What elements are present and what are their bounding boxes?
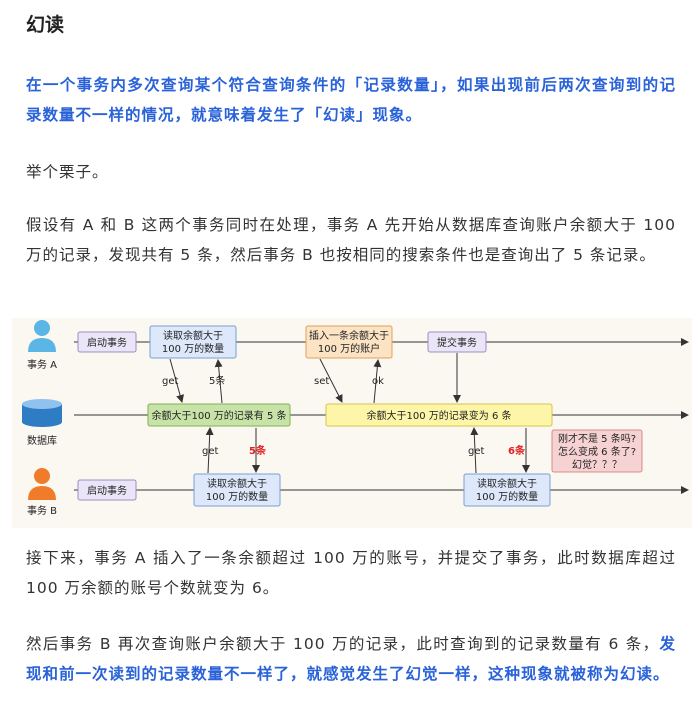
a-insert-text-2: 100 万的账户 [318, 342, 380, 355]
arrow-b-get-2 [470, 427, 479, 474]
database-icon [22, 399, 62, 427]
actor-a-label: 事务 A [27, 358, 57, 371]
label-a-get: get [162, 376, 179, 387]
actor-b-label: 事务 B [27, 504, 57, 517]
a-commit-text: 提交事务 [437, 336, 477, 349]
a-commit-box [427, 331, 487, 353]
note-text-3: 幻觉？？？ [572, 458, 622, 471]
b-start-text: 启动事务 [87, 484, 127, 497]
a-insert-box [305, 325, 393, 359]
a-insert-text-1: 插入一条余额大于 [309, 329, 389, 342]
arrow-b-get-1 [205, 427, 214, 474]
label-a-5: 5条 [209, 374, 225, 387]
insert-paragraph: 接下来，事务 A 插入了一条余额超过 100 万的账号，并提交了事务，此时数据库… [26, 549, 676, 597]
note-text-2: 怎么变成 6 条了? [558, 445, 636, 458]
conclusion-text: 然后事务 B 再次查询账户余额大于 100 万的记录，此时查询到的记录数量有 6… [26, 635, 660, 653]
b-read-1-box [193, 473, 281, 507]
conclusion-paragraph: 然后事务 B 再次查询账户余额大于 100 万的记录，此时查询到的记录数量有 6… [26, 629, 676, 689]
a-start-text: 启动事务 [87, 336, 127, 349]
db-state-1-box [147, 403, 291, 427]
person-icon-a [28, 320, 56, 352]
db-state-2-box [325, 403, 553, 427]
b-read-1-text-2: 100 万的数量 [206, 490, 268, 503]
b-read-2-text-1: 读取余额大于 [477, 477, 537, 490]
arrow-set [319, 358, 343, 403]
arrow-ok [373, 359, 382, 404]
label-b-5: 5条 [249, 444, 267, 457]
b-read-2-box [463, 473, 551, 507]
a-read-text-1: 读取余额大于 [163, 329, 223, 342]
arrow-a-5 [214, 359, 223, 404]
definition-paragraph: 在一个事务内多次查询某个符合查询条件的「记录数量」，如果出现前后两次查询到的记录… [26, 76, 676, 124]
phantom-read-diagram: 事务 A 数据库 事务 B 启动事务 读取余额大于 100 万的数量 插入一条余… [12, 318, 692, 528]
db-state-2-text: 余额大于100 万的记录变为 6 条 [367, 409, 512, 422]
phantom-note-box [551, 429, 643, 473]
person-icon-b [28, 468, 56, 500]
label-b-6: 6条 [508, 444, 526, 457]
label-b-get-2: get [468, 446, 485, 457]
b-start-box [77, 479, 137, 501]
b-read-2-text-2: 100 万的数量 [476, 490, 538, 503]
label-ok: ok [372, 376, 384, 387]
scenario-paragraph: 假设有 A 和 B 这两个事务同时在处理，事务 A 先开始从数据库查询账户余额大… [26, 216, 676, 264]
note-text-1: 刚才不是 5 条吗? [558, 432, 636, 445]
a-start-box [77, 331, 137, 353]
example-intro: 举个栗子。 [26, 163, 109, 181]
label-b-get-1: get [202, 446, 219, 457]
a-read-box [149, 325, 237, 359]
conclusion-highlight: 发现和前一次读到的记录数量不一样了，就感觉发生了幻觉一样，这种现象就被称为幻读。 [26, 635, 676, 683]
b-read-1-text-1: 读取余额大于 [207, 477, 267, 490]
db-state-1-text: 余额大于100 万的记录有 5 条 [152, 409, 287, 422]
arrow-a-get [169, 358, 184, 403]
label-set: set [314, 376, 329, 387]
a-read-text-2: 100 万的数量 [162, 342, 224, 355]
actor-db-label: 数据库 [27, 434, 57, 447]
article-title: 幻读 [26, 14, 65, 36]
